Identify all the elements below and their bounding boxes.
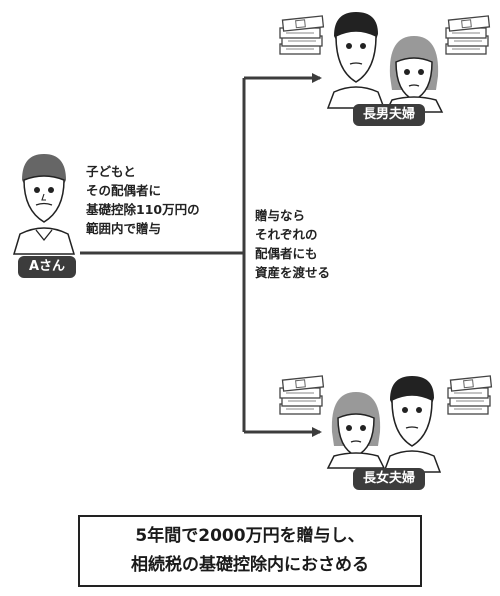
note-line: それぞれの bbox=[255, 227, 318, 242]
eldest-daughter-couple-figure bbox=[279, 375, 493, 473]
money-stack-icon bbox=[279, 375, 325, 415]
note-line: 基礎控除110万円の bbox=[86, 202, 200, 217]
note-line: 配偶者にも bbox=[255, 246, 318, 261]
spouse-rule-note: 贈与なら それぞれの 配偶者にも 資産を渡せる bbox=[255, 206, 330, 282]
note-line: 資産を渡せる bbox=[255, 265, 331, 280]
note-line: 子どもと bbox=[86, 164, 136, 179]
summary-line-2: 相続税の基礎控除内におさめる bbox=[131, 555, 369, 575]
money-stack-icon bbox=[445, 15, 491, 55]
gift-rule-note: 子どもと その配偶者に 基礎控除110万円の 範囲内で贈与 bbox=[86, 162, 200, 238]
man-icon bbox=[382, 376, 442, 473]
woman-icon bbox=[326, 392, 386, 469]
person-a-label: Aさん bbox=[18, 256, 76, 278]
note-line: その配偶者に bbox=[86, 183, 162, 198]
man-icon bbox=[326, 12, 386, 109]
summary-line-1: 5年間で2000万円を贈与し、 bbox=[135, 526, 365, 546]
man-icon bbox=[12, 154, 76, 255]
flow-lines bbox=[80, 73, 322, 437]
eldest-son-couple-label: 長男夫婦 bbox=[353, 104, 425, 126]
eldest-son-couple-figure bbox=[279, 12, 491, 113]
summary-box: 5年間で2000万円を贈与し、 相続税の基礎控除内におさめる bbox=[78, 515, 422, 587]
note-line: 贈与なら bbox=[255, 208, 306, 223]
woman-icon bbox=[384, 36, 444, 113]
money-stack-icon bbox=[279, 15, 325, 55]
eldest-daughter-couple-label: 長女夫婦 bbox=[353, 468, 425, 490]
note-line: 範囲内で贈与 bbox=[86, 221, 162, 236]
money-stack-icon bbox=[447, 375, 493, 415]
